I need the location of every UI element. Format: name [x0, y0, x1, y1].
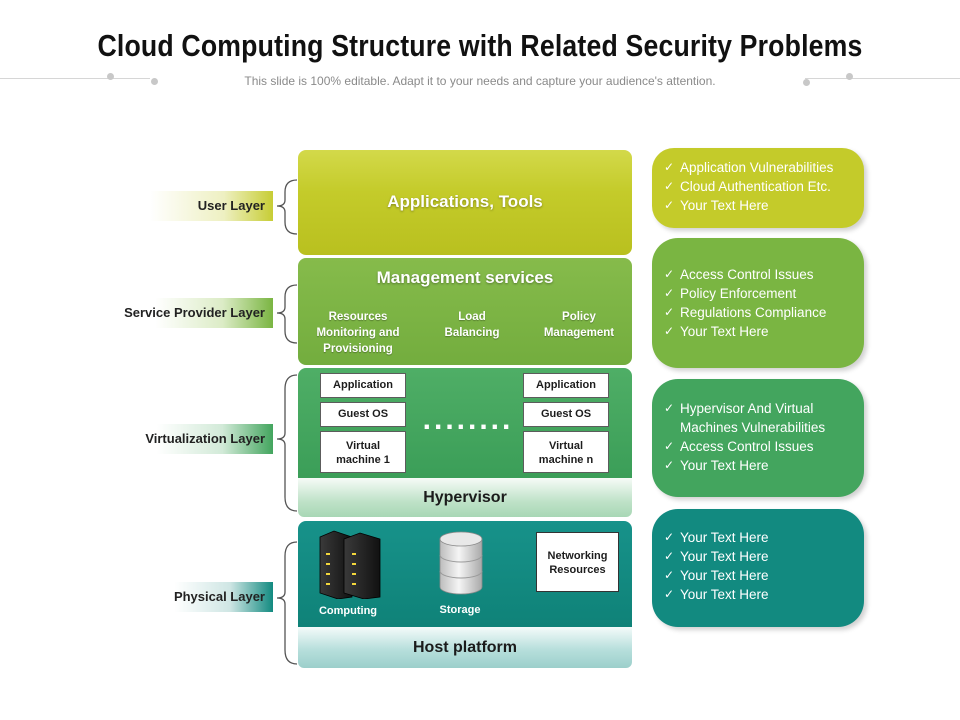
check-icon: ✓: [664, 439, 675, 453]
divider-left: [0, 78, 150, 79]
bubble-list: ✓ Your Text Here ✓ Your Text Here ✓ Your Te…: [664, 528, 854, 604]
list-item: ✓ Policy Enforcement: [664, 284, 854, 303]
list-item: ✓ Your Text Here: [664, 585, 854, 604]
check-icon: ✓: [664, 198, 675, 212]
check-icon: ✓: [664, 401, 675, 415]
check-icon: ✓: [664, 587, 675, 601]
divider-dot: [151, 78, 158, 85]
physical-box: Computing Storage Networking Resources: [298, 521, 632, 627]
layer-label-physical: Physical Layer: [150, 582, 273, 612]
list-item-text: Access Control Issues: [680, 439, 814, 454]
check-icon: ✓: [664, 324, 675, 338]
list-item-text: Your Text Here: [680, 530, 769, 545]
bracket-virtualization: [276, 374, 298, 512]
list-item: ✓ Cloud Authentication Etc.: [664, 177, 854, 196]
bubble-list: ✓ Application Vulnerabilities ✓ Cloud Auth…: [664, 158, 854, 215]
page-title: Cloud Computing Structure with Related S…: [97, 28, 863, 63]
user-box-title: Applications, Tools: [387, 192, 543, 211]
check-icon: ✓: [664, 286, 675, 300]
computing-label: Computing: [318, 605, 378, 617]
list-item-text: Your Text Here: [680, 198, 769, 213]
service-provider-box: Management services Resources Monitoring…: [298, 258, 632, 365]
mgmt-box-title: Management services: [376, 268, 554, 287]
list-item: ✓ Application Vulnerabilities: [664, 158, 854, 177]
bubble-virtualization-issues: ✓ Hypervisor And Virtual Machines Vulnera…: [652, 379, 864, 497]
storage-label: Storage: [439, 604, 481, 616]
mgmt-item-policy: Policy Management: [543, 311, 615, 339]
divider-dot: [846, 73, 853, 80]
divider-dot: [803, 79, 810, 86]
list-item: ✓ Access Control Issues: [664, 437, 854, 456]
bubble-list: ✓ Hypervisor And Virtual Machines Vulnera…: [664, 399, 854, 475]
vm-ellipsis: ........: [422, 403, 514, 436]
page-subtitle: This slide is 100% editable. Adapt it to…: [244, 74, 716, 88]
list-item-text: Cloud Authentication Etc.: [680, 179, 831, 194]
list-item-text: Regulations Compliance: [680, 305, 827, 320]
hypervisor-bar: Hypervisor: [298, 478, 632, 517]
bubble-list: ✓ Access Control Issues ✓ Policy Enforceme…: [664, 265, 854, 341]
list-item: ✓ Your Text Here: [664, 322, 854, 341]
check-icon: ✓: [664, 458, 675, 472]
list-item-text: Your Text Here: [680, 568, 769, 583]
bracket-user: [276, 179, 298, 235]
list-item-text: Your Text Here: [680, 587, 769, 602]
check-icon: ✓: [664, 530, 675, 544]
user-layer-box: Applications, Tools: [298, 150, 632, 255]
bubble-service-issues: ✓ Access Control Issues ✓ Policy Enforceme…: [652, 238, 864, 368]
divider-right: [805, 78, 960, 79]
vmn-guest-os: Guest OS: [523, 402, 609, 427]
bracket-service-provider: [276, 284, 298, 344]
list-item: ✓ Your Text Here: [664, 456, 854, 475]
vmn-virtual-machine: Virtual machine n: [523, 431, 609, 473]
mgmt-item-resources: Resources Monitoring and Provisioning: [316, 311, 400, 355]
check-icon: ✓: [664, 160, 675, 174]
server-icon: [319, 530, 381, 599]
layer-label-virtualization: Virtualization Layer: [128, 424, 273, 454]
list-item: ✓ Your Text Here: [664, 528, 854, 547]
vm1-virtual-machine: Virtual machine 1: [320, 431, 406, 473]
layer-label-user: User Layer: [150, 191, 273, 221]
host-platform-bar: Host platform: [298, 627, 632, 668]
list-item: ✓ Hypervisor And Virtual Machines Vulnera…: [664, 399, 854, 437]
divider-dot: [107, 73, 114, 80]
list-item-text: Your Text Here: [680, 324, 769, 339]
layer-label-service-provider: Service Provider Layer: [105, 298, 273, 328]
list-item-text: Access Control Issues: [680, 267, 814, 282]
vmn-application: Application: [523, 373, 609, 398]
list-item-text: Your Text Here: [680, 549, 769, 564]
check-icon: ✓: [664, 179, 675, 193]
list-item-text: Application Vulnerabilities: [680, 160, 834, 175]
list-item: ✓ Regulations Compliance: [664, 303, 854, 322]
networking-resources-box: Networking Resources: [536, 532, 619, 592]
mgmt-item-load-balancing: Load Balancing: [444, 311, 500, 339]
vm1-application: Application: [320, 373, 406, 398]
list-item: ✓ Your Text Here: [664, 547, 854, 566]
list-item: ✓ Access Control Issues: [664, 265, 854, 284]
bubble-user-issues: ✓ Application Vulnerabilities ✓ Cloud Auth…: [652, 148, 864, 228]
list-item: ✓ Your Text Here: [664, 566, 854, 585]
check-icon: ✓: [664, 305, 675, 319]
list-item-text: Hypervisor And Virtual Machines Vulnerab…: [680, 401, 826, 435]
bracket-physical: [276, 541, 298, 665]
list-item-text: Policy Enforcement: [680, 286, 797, 301]
list-item-text: Your Text Here: [680, 458, 769, 473]
check-icon: ✓: [664, 267, 675, 281]
vm1-guest-os: Guest OS: [320, 402, 406, 427]
list-item: ✓ Your Text Here: [664, 196, 854, 215]
check-icon: ✓: [664, 549, 675, 563]
virtualization-box: Application Guest OS Virtual machine 1 .…: [298, 368, 632, 478]
bubble-physical-issues: ✓ Your Text Here ✓ Your Text Here ✓ Your Te…: [652, 509, 864, 627]
check-icon: ✓: [664, 568, 675, 582]
database-icon: [439, 531, 483, 595]
